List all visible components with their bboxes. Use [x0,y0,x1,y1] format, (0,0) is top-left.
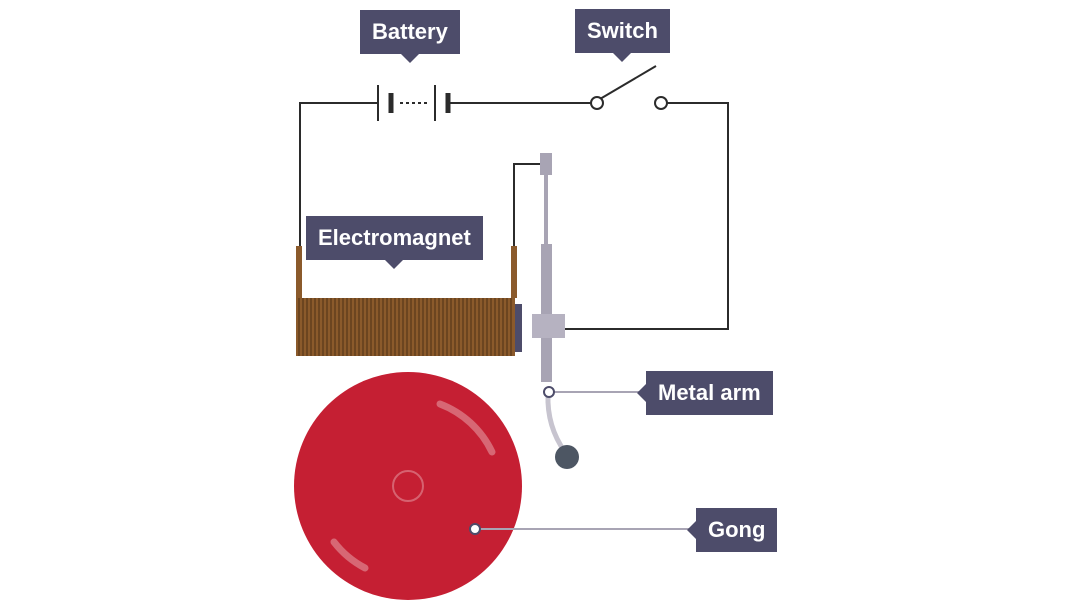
battery-symbol [377,85,451,121]
hammer [555,445,579,469]
magnet-core [514,304,522,352]
gong [294,372,696,600]
electromagnet [296,246,522,356]
switch-label: Switch [575,9,670,62]
wire-coil-to-contact [513,163,541,248]
hammer-stem [545,393,568,454]
coil-turns [298,298,512,356]
coil-windings [296,298,515,356]
gong-pointer-dot [469,523,481,535]
wire-left [299,102,378,248]
battery-label: Battery [360,10,460,63]
metal-arm-strip [541,244,552,382]
metal-arm [532,244,646,469]
switch-contact-left [590,96,604,110]
switch-symbol [590,65,668,110]
coil-lead-left [296,246,302,298]
metal-arm-armature [532,314,565,338]
switch-contact-right [654,96,668,110]
electromagnet-label: Electromagnet [306,216,483,269]
gong-body [294,372,522,600]
gong-highlight-bottom [330,538,369,572]
circuit-wires [299,102,729,330]
contact-screw [540,153,552,247]
wire-switch-to-right [565,102,729,330]
coil-lead-right [511,246,517,298]
metal-arm-label: Metal arm [637,371,773,415]
gong-label: Gong [686,508,778,552]
metal-arm-pointer-dot [543,386,555,398]
gong-center-ring [392,470,424,502]
gong-highlight-top [436,400,496,456]
